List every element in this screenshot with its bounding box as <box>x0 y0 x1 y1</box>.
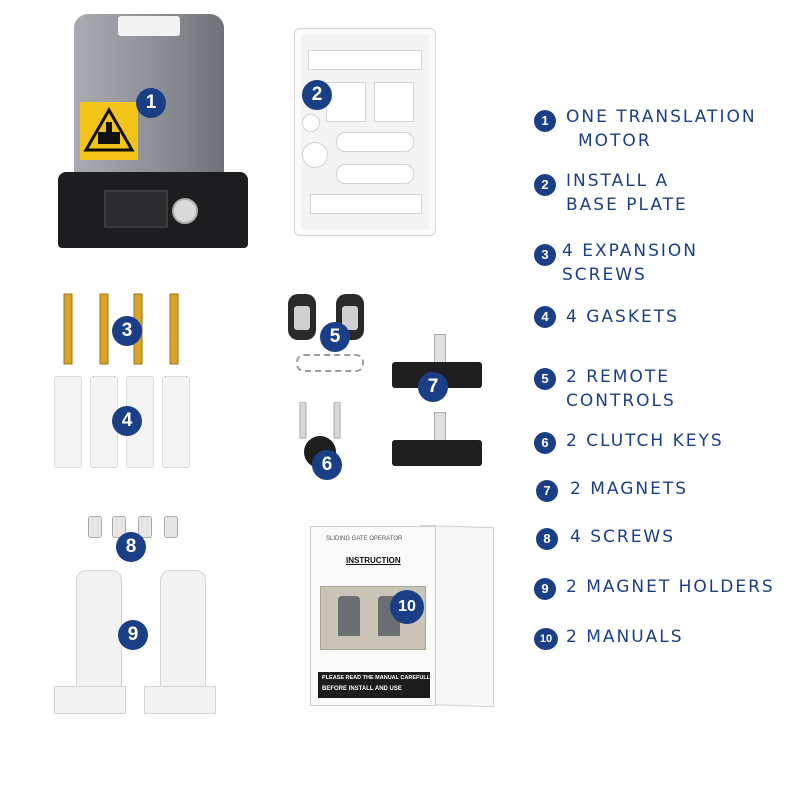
item-badge-9: 9 <box>118 620 148 650</box>
list-badge-3: 3 <box>534 244 556 266</box>
item-badge-6: 6 <box>312 450 342 480</box>
list-item-line1: 4 GASKETS <box>566 307 679 327</box>
item-badge-5: 5 <box>320 322 350 352</box>
list-badge-2: 2 <box>534 174 556 196</box>
list-item-line1: 2 REMOTE <box>566 367 670 387</box>
item-badge-4: 4 <box>112 406 142 436</box>
list-badge-7: 7 <box>536 480 558 502</box>
motor-top-light <box>118 16 180 36</box>
list-item-line1: ONE TRANSLATION <box>566 107 757 127</box>
list-item-line1: 4 SCREWS <box>570 527 676 547</box>
motor-clutch-panel <box>104 190 168 228</box>
list-badge-1: 1 <box>534 110 556 132</box>
manual-header: SLIDING GATE OPERATOR <box>326 536 403 542</box>
manual-footer-bar <box>318 672 430 698</box>
item-badge-7: 7 <box>418 372 448 402</box>
item-badge-3: 3 <box>112 316 142 346</box>
list-badge-8: 8 <box>536 528 558 550</box>
list-item-line1: 2 MAGNETS <box>570 479 689 499</box>
warning-sign-icon <box>80 102 138 160</box>
list-badge-9: 9 <box>534 578 556 600</box>
list-badge-5: 5 <box>534 368 556 390</box>
list-item-line1: 2 MAGNET HOLDERS <box>566 577 775 597</box>
list-item-line2: CONTROLS <box>566 391 676 411</box>
item-badge-8: 8 <box>116 532 146 562</box>
list-badge-6: 6 <box>534 432 556 454</box>
list-item-line2: MOTOR <box>578 131 652 151</box>
list-badge-4: 4 <box>534 306 556 328</box>
manual-title: INSTRUCTION <box>346 556 401 565</box>
list-item-line1: 2 CLUTCH KEYS <box>566 431 724 451</box>
list-item-line1: 2 MANUALS <box>566 627 684 647</box>
manual-footer-line2: BEFORE INSTALL AND USE <box>322 686 402 692</box>
manual-footer-line1: PLEASE READ THE MANUAL CAREFULLY <box>322 675 434 681</box>
item-badge-10: 10 <box>390 590 424 624</box>
list-item-line1: 4 EXPANSION <box>562 241 699 261</box>
item-badge-2: 2 <box>302 80 332 110</box>
list-item-line2: BASE PLATE <box>566 195 688 215</box>
list-item-line1: INSTALL A <box>566 171 670 191</box>
list-item-line2: SCREWS <box>562 265 647 285</box>
motor-gear-knob <box>172 198 198 224</box>
list-badge-10: 10 <box>534 628 558 650</box>
item-badge-1: 1 <box>136 88 166 118</box>
